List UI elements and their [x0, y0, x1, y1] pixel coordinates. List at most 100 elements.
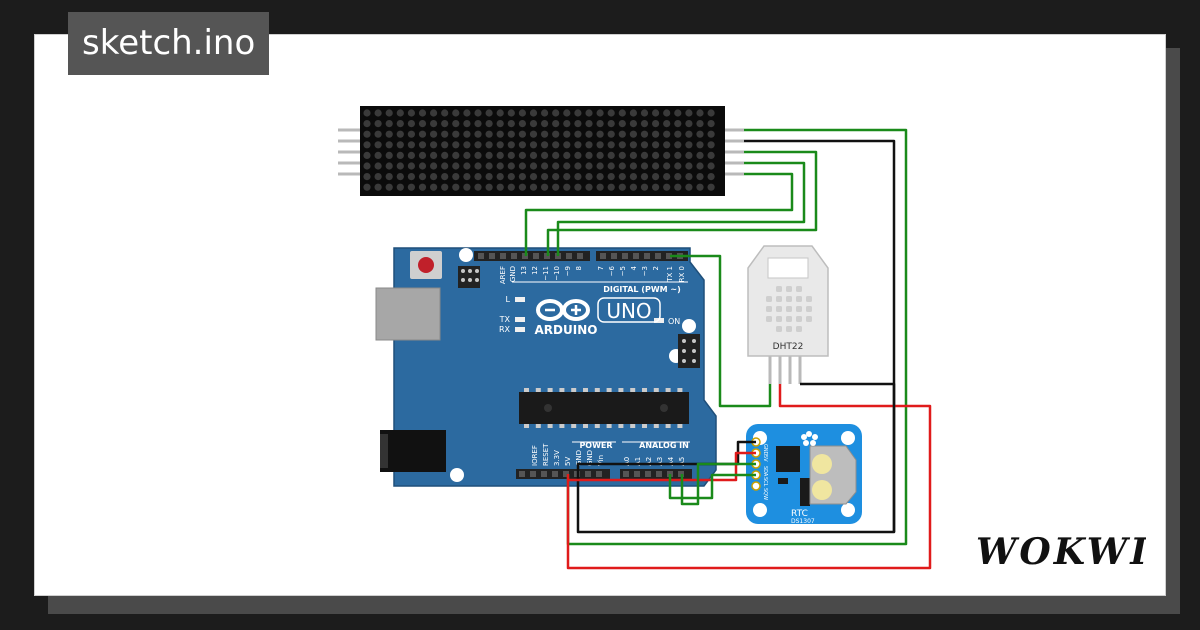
matrix-led: [552, 183, 560, 191]
pin-hole: [634, 471, 640, 477]
power-pin-label: GND: [575, 450, 583, 466]
matrix-led: [663, 162, 671, 170]
matrix-led: [585, 120, 593, 128]
matrix-led: [652, 130, 660, 138]
dht22-sensor[interactable]: DHT22: [747, 245, 829, 384]
matrix-led: [663, 151, 671, 159]
mount-hole: [450, 468, 464, 482]
pin-hole: [541, 471, 547, 477]
power-pin-label: 3.3V: [553, 450, 561, 466]
matrix-led: [496, 141, 504, 149]
matrix-led: [430, 141, 438, 149]
matrix-led: [430, 162, 438, 170]
matrix-led: [529, 141, 538, 149]
matrix-led: [574, 109, 582, 117]
pin-hole: [585, 471, 591, 477]
matrix-led: [585, 162, 593, 170]
chip-pin: [571, 424, 577, 428]
matrix-led: [363, 130, 371, 138]
dht-vent-hole: [786, 306, 792, 312]
matrix-led: [629, 151, 638, 159]
analog-pin-label: A4: [667, 456, 675, 466]
matrix-led: [563, 151, 571, 159]
matrix-led: [663, 183, 671, 191]
power-pin-label: RESET: [542, 443, 550, 466]
matrix-led: [507, 162, 515, 170]
matrix-led: [629, 109, 638, 117]
led-tx: [515, 317, 525, 322]
dht-vent-hole: [796, 296, 802, 302]
digital-pin-label: TX 1: [666, 266, 674, 283]
matrix-led: [541, 130, 549, 138]
matrix-led: [629, 183, 638, 191]
matrix-led: [418, 120, 427, 128]
matrix-led: [596, 173, 604, 181]
digital-pin-label: 4: [630, 265, 638, 270]
matrix-led: [585, 141, 593, 149]
matrix-led: [696, 151, 704, 159]
pin-hole: [656, 471, 662, 477]
matrix-led: [396, 109, 404, 117]
matrix-led: [552, 141, 560, 149]
matrix-led: [629, 141, 638, 149]
matrix-led: [507, 141, 515, 149]
matrix-led: [430, 173, 438, 181]
matrix-led: [552, 173, 560, 181]
matrix-led: [396, 120, 404, 128]
matrix-led: [407, 109, 415, 117]
matrix-led: [607, 120, 615, 128]
pin-hole: [622, 253, 628, 259]
dht-vent-hole: [776, 296, 782, 302]
matrix-led: [363, 162, 371, 170]
matrix-led: [563, 162, 571, 170]
matrix-led: [618, 151, 626, 159]
matrix-led: [674, 141, 682, 149]
matrix-led: [463, 183, 471, 191]
matrix-led: [563, 109, 571, 117]
uno-badge: [597, 297, 661, 323]
matrix-led: [407, 151, 415, 159]
matrix-led: [696, 162, 704, 170]
matrix-led: [529, 183, 538, 191]
matrix-led: [618, 183, 626, 191]
matrix-led: [474, 130, 482, 138]
matrix-led: [441, 109, 449, 117]
led-l-label: L: [506, 295, 511, 304]
matrix-led: [430, 109, 438, 117]
matrix-led: [596, 151, 604, 159]
digital-pin-label: ~3: [641, 266, 649, 276]
mount-hole: [459, 248, 473, 262]
matrix-led: [574, 151, 582, 159]
matrix-led: [507, 173, 515, 181]
matrix-led: [363, 109, 371, 117]
matrix-led: [485, 141, 493, 149]
dht-vent-hole: [796, 306, 802, 312]
rtc-pin-label: GND: [762, 444, 768, 456]
matrix-led: [607, 130, 615, 138]
matrix-led: [685, 141, 693, 149]
pin-hole: [623, 471, 629, 477]
matrix-led: [596, 183, 604, 191]
pin-hole: [577, 253, 583, 259]
matrix-led: [474, 183, 482, 191]
matrix-led: [463, 130, 471, 138]
matrix-led: [663, 109, 671, 117]
mount-hole: [753, 503, 767, 517]
matrix-led: [418, 173, 427, 181]
reset-button-cap[interactable]: [418, 257, 434, 273]
matrix-led: [407, 130, 415, 138]
digital-pin-label: ~10: [553, 266, 561, 281]
matrix-led: [541, 151, 549, 159]
matrix-led: [618, 141, 626, 149]
led-matrix[interactable]: [338, 106, 744, 196]
matrix-led: [707, 130, 715, 138]
adafruit-flower-icon: [801, 431, 818, 446]
matrix-led: [474, 120, 482, 128]
pin-hole: [533, 253, 539, 259]
led-rx-label: RX: [499, 325, 511, 334]
chip-notch: [544, 404, 552, 412]
matrix-led: [485, 109, 493, 117]
